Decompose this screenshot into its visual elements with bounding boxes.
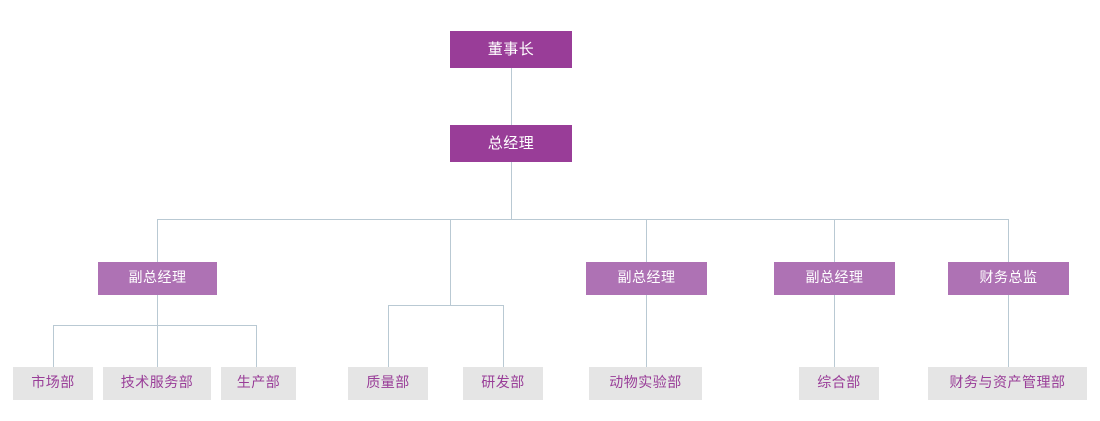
node-dept-finance-asset[interactable]: 财务与资产管理部 [928, 367, 1087, 400]
connector-bus-to-vp1 [157, 219, 158, 263]
connector-main-bus [157, 219, 1009, 220]
connector-vp1-to-marketing [53, 325, 54, 367]
node-dept-production[interactable]: 生产部 [221, 367, 296, 400]
connector-bus-to-vp2 [646, 219, 647, 263]
connector-cfo-to-finance-asset [1008, 295, 1009, 367]
node-vp-1[interactable]: 副总经理 [98, 262, 217, 295]
connector-bus-to-vp3 [834, 219, 835, 263]
node-vp-3[interactable]: 副总经理 [774, 262, 895, 295]
connector-mid-sub-bus [388, 305, 504, 306]
node-dept-marketing[interactable]: 市场部 [13, 367, 93, 400]
node-cfo[interactable]: 财务总监 [948, 262, 1069, 295]
connector-vp1-sub-bus [53, 325, 257, 326]
connector-mid-to-rnd [503, 305, 504, 367]
node-dept-animal-lab[interactable]: 动物实验部 [589, 367, 702, 400]
connector-chairman-to-gm [511, 68, 512, 125]
connector-bus-to-midbranch [450, 219, 451, 306]
connector-vp3-to-general-affairs [834, 295, 835, 367]
connector-vp1-drop [157, 295, 158, 326]
node-dept-general-affairs[interactable]: 综合部 [799, 367, 879, 400]
connector-vp1-to-tech-service [157, 325, 158, 367]
connector-vp1-to-production [256, 325, 257, 367]
node-dept-quality[interactable]: 质量部 [348, 367, 428, 400]
connector-mid-to-quality [388, 305, 389, 367]
node-dept-tech-service[interactable]: 技术服务部 [103, 367, 211, 400]
node-dept-rnd[interactable]: 研发部 [463, 367, 543, 400]
node-vp-2[interactable]: 副总经理 [586, 262, 707, 295]
node-chairman[interactable]: 董事长 [450, 31, 572, 68]
connector-vp2-to-animal-lab [646, 295, 647, 367]
node-general-manager[interactable]: 总经理 [450, 125, 572, 162]
connector-bus-to-cfo [1008, 219, 1009, 263]
connector-gm-drop [511, 162, 512, 220]
